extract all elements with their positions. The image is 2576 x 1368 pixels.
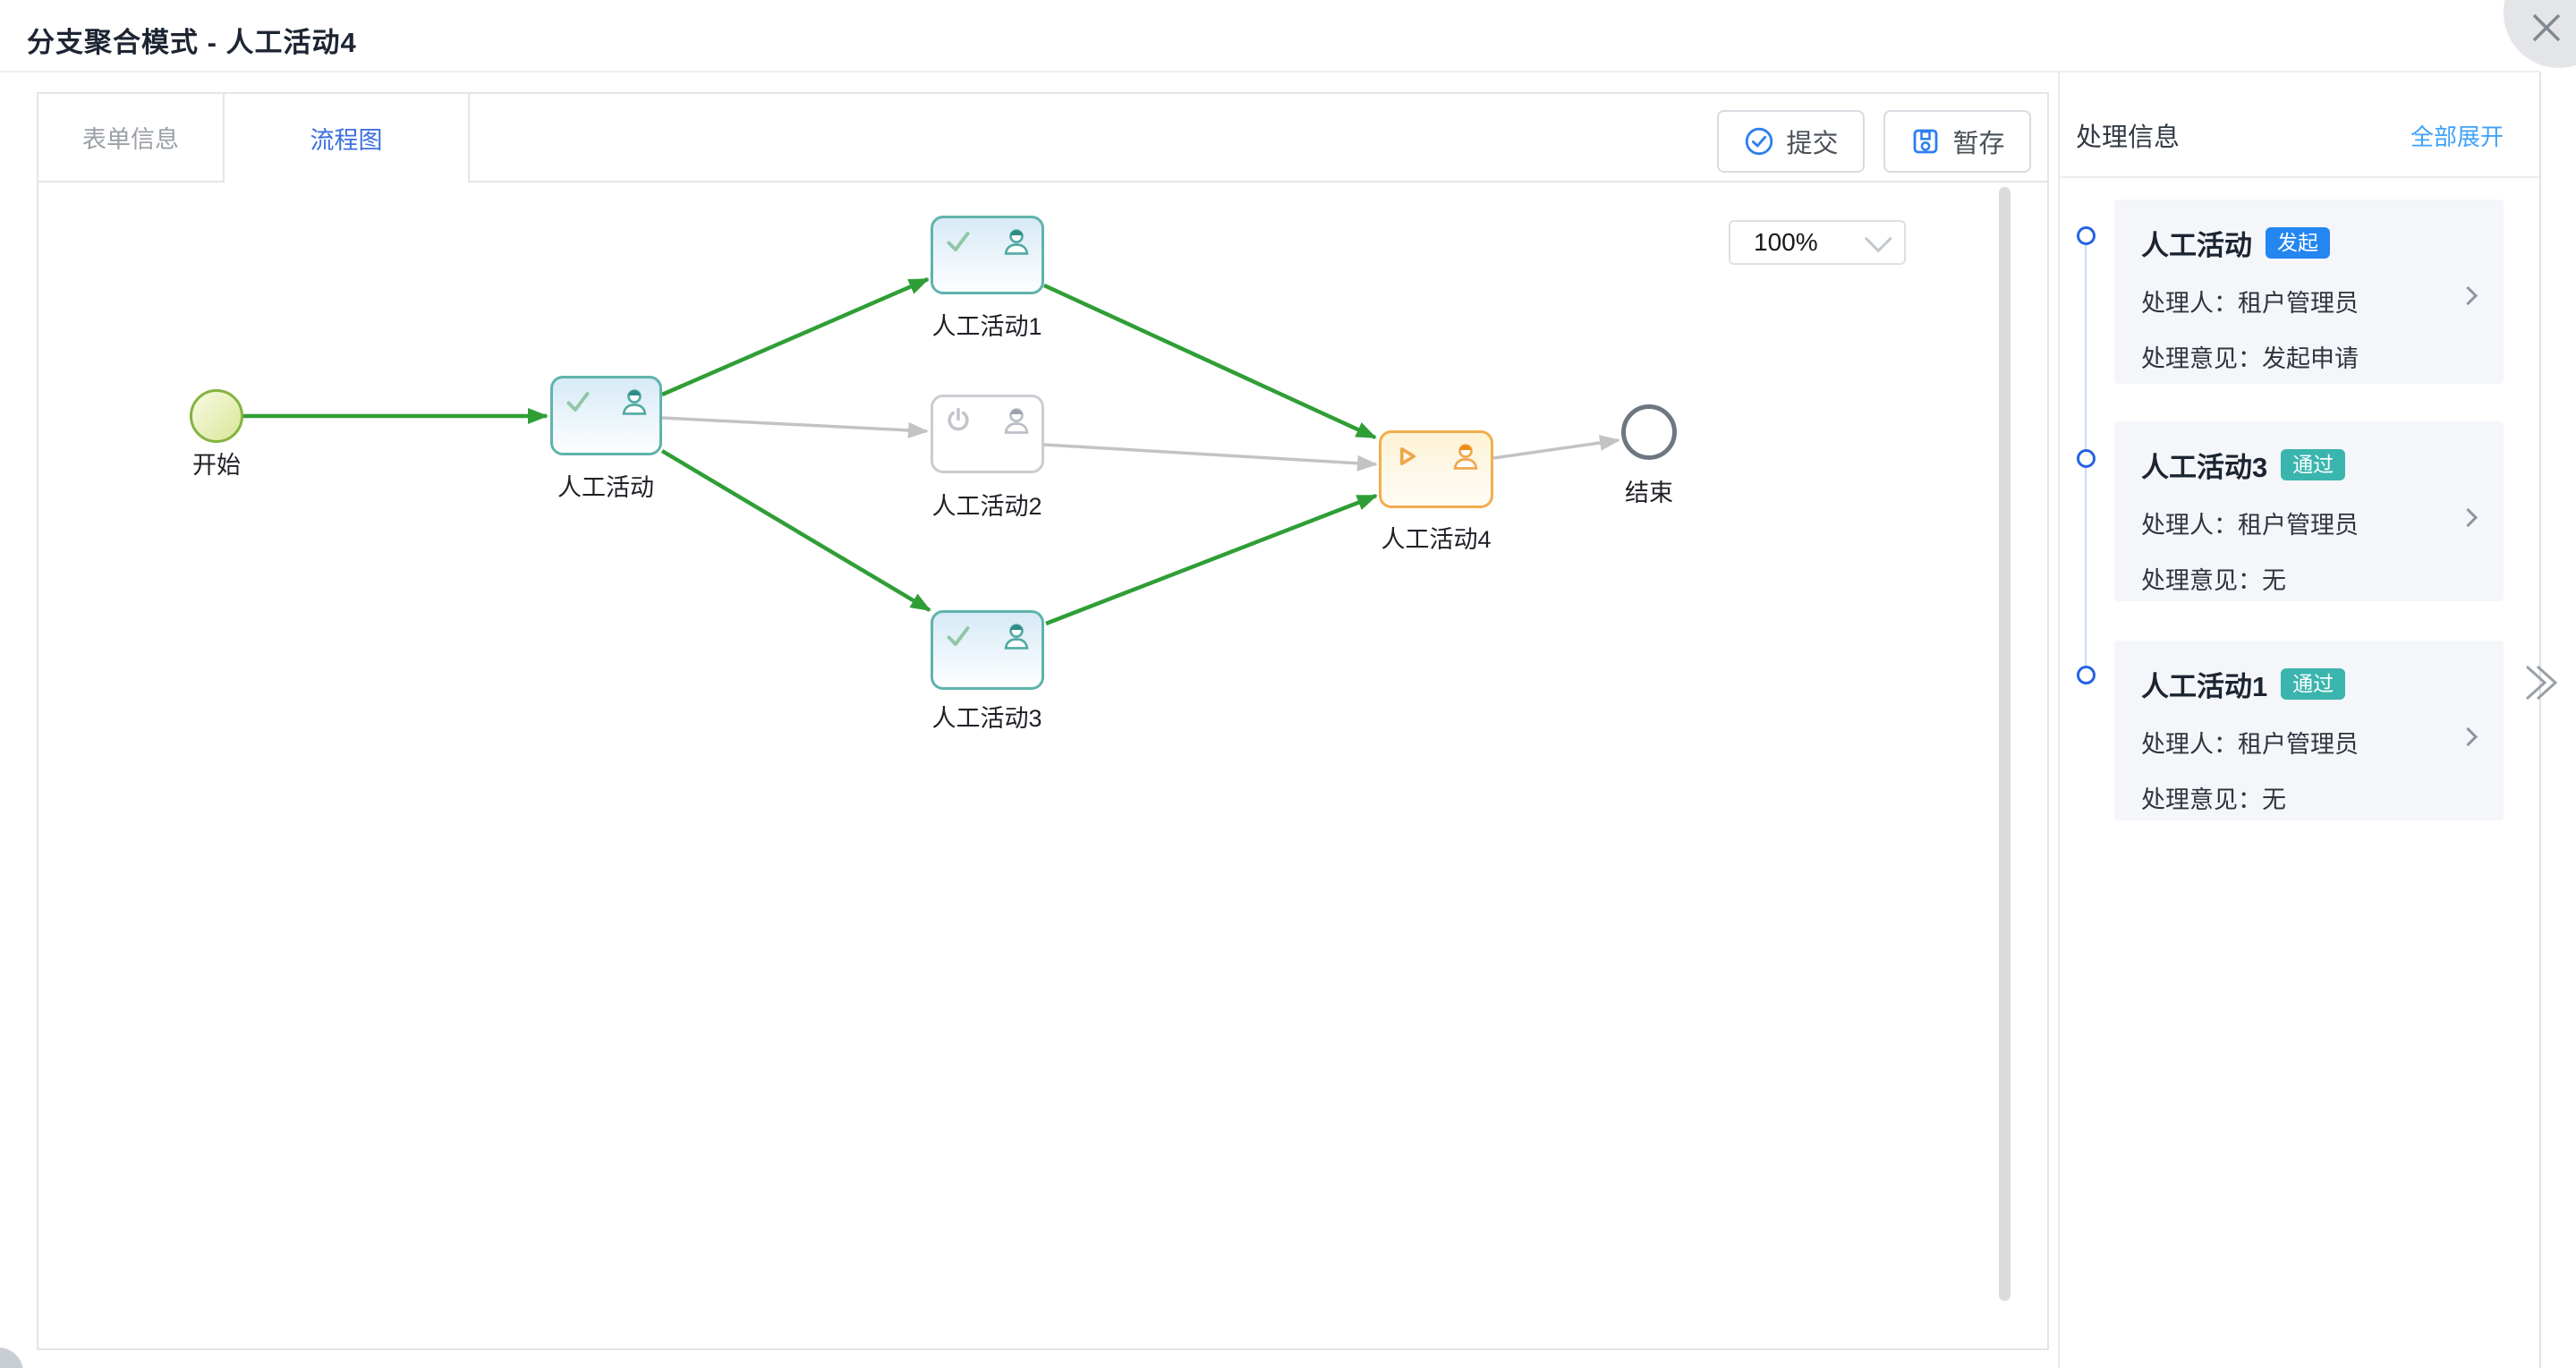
play-icon (1399, 446, 1416, 466)
opinion-value: 发起申请 (2262, 345, 2359, 372)
flow-node-end[interactable] (1621, 404, 1677, 460)
submit-button[interactable]: 提交 (1717, 110, 1865, 173)
status-badge: 发起 (2266, 227, 2330, 259)
save-draft-button[interactable]: 暂存 (1883, 110, 2031, 173)
opinion-row: 处理意见：发起申请 (2141, 339, 2478, 374)
flow-node-task1-label: 人工活动1 (931, 313, 1042, 340)
process-entry-card: 人工活动 发起 处理人：租户管理员 处理意见：发起申请 (2114, 200, 2504, 384)
chevron-down-icon (1864, 225, 1892, 253)
person-icon (1004, 408, 1029, 434)
handler-label: 处理人： (2141, 512, 2238, 539)
opinion-label: 处理意见： (2141, 786, 2262, 813)
circle-check-icon (1746, 127, 1773, 156)
flow-node-start-label: 开始 (192, 452, 241, 479)
chevron-right-icon[interactable] (2458, 507, 2478, 528)
opinion-label: 处理意见： (2141, 567, 2262, 594)
person-icon (1453, 444, 1478, 470)
flow-node-task[interactable] (550, 376, 662, 455)
tab-flow-diagram[interactable]: 流程图 (225, 94, 470, 183)
timeline-dot (2077, 226, 2096, 245)
page-corner-decoration (0, 1347, 23, 1368)
draft-label: 暂存 (1952, 130, 2005, 158)
check-icon (947, 232, 970, 251)
opinion-value: 无 (2262, 786, 2286, 813)
handler-value: 租户管理员 (2238, 290, 2359, 317)
panel-left-border (2058, 72, 2060, 1368)
zoom-level-select[interactable]: 100% (1729, 220, 1906, 265)
person-icon (1004, 229, 1029, 255)
process-entry-card: 人工活动1 通过 处理人：租户管理员 处理意见：无 (2114, 641, 2504, 820)
status-badge: 通过 (2281, 668, 2346, 700)
flow-node-task4-label: 人工活动4 (1381, 526, 1492, 553)
expand-all-link[interactable]: 全部展开 (2410, 123, 2504, 150)
flow-node-task2[interactable] (931, 395, 1044, 473)
close-icon[interactable] (2527, 8, 2566, 47)
tab-label: 流程图 (310, 127, 383, 154)
handler-value: 租户管理员 (2238, 512, 2359, 539)
zoom-level-value: 100% (1754, 228, 1818, 256)
tabbar-divider (38, 181, 2047, 183)
handler-row[interactable]: 处理人：租户管理员 (2141, 725, 2478, 760)
handler-label: 处理人： (2141, 731, 2238, 758)
handler-row[interactable]: 处理人：租户管理员 (2141, 506, 2478, 540)
flow-canvas[interactable]: 开始 人工活动 (38, 183, 2047, 1348)
entry-title: 人工活动 (2141, 230, 2252, 261)
opinion-label: 处理意见： (2141, 345, 2262, 372)
person-icon (622, 389, 647, 415)
person-icon (1004, 624, 1029, 650)
submit-label: 提交 (1786, 130, 1839, 158)
canvas-scrollbar[interactable] (1999, 187, 2011, 1301)
tab-form-info[interactable]: 表单信息 (38, 94, 225, 181)
flow-edges (243, 276, 1620, 626)
status-badge: 通过 (2281, 449, 2346, 480)
flow-node-task3-label: 人工活动3 (931, 705, 1042, 732)
chevron-right-icon[interactable] (2458, 726, 2478, 747)
flow-node-end-label: 结束 (1625, 480, 1673, 506)
timeline-dot (2077, 449, 2096, 468)
tab-label: 表单信息 (82, 126, 179, 153)
entry-title: 人工活动3 (2141, 452, 2268, 483)
chevron-right-icon[interactable] (2458, 285, 2478, 306)
process-entry-card: 人工活动3 通过 处理人：租户管理员 处理意见：无 (2114, 421, 2504, 601)
handler-row[interactable]: 处理人：租户管理员 (2141, 284, 2478, 319)
flow-node-start[interactable] (190, 389, 243, 443)
floppy-save-icon (1914, 129, 1938, 154)
panel-header-divider (2060, 176, 2539, 178)
flow-node-task1[interactable] (931, 216, 1044, 294)
opinion-value: 无 (2262, 567, 2286, 594)
entry-title: 人工活动1 (2141, 671, 2268, 702)
opinion-row: 处理意见：无 (2141, 561, 2478, 596)
opinion-row: 处理意见：无 (2141, 780, 2478, 815)
flow-node-task-label: 人工活动 (557, 474, 654, 501)
page-title: 分支聚合模式 - 人工活动4 (27, 27, 357, 58)
flow-node-task4[interactable] (1379, 430, 1493, 508)
timeline-dot (2077, 666, 2096, 684)
panel-title: 处理信息 (2076, 123, 2181, 152)
handler-value: 租户管理员 (2238, 731, 2359, 758)
titlebar-divider (0, 71, 2539, 72)
main-content-box: 表单信息 流程图 提交 暂存 (37, 92, 2049, 1350)
panel-collapse-icon[interactable] (2511, 658, 2561, 708)
flow-node-task3[interactable] (931, 610, 1044, 690)
handler-label: 处理人： (2141, 290, 2238, 317)
flow-node-task2-label: 人工活动2 (931, 493, 1042, 520)
panel-right-border (2539, 72, 2541, 1368)
power-icon (948, 407, 969, 431)
check-icon (566, 392, 590, 412)
check-icon (947, 626, 970, 646)
